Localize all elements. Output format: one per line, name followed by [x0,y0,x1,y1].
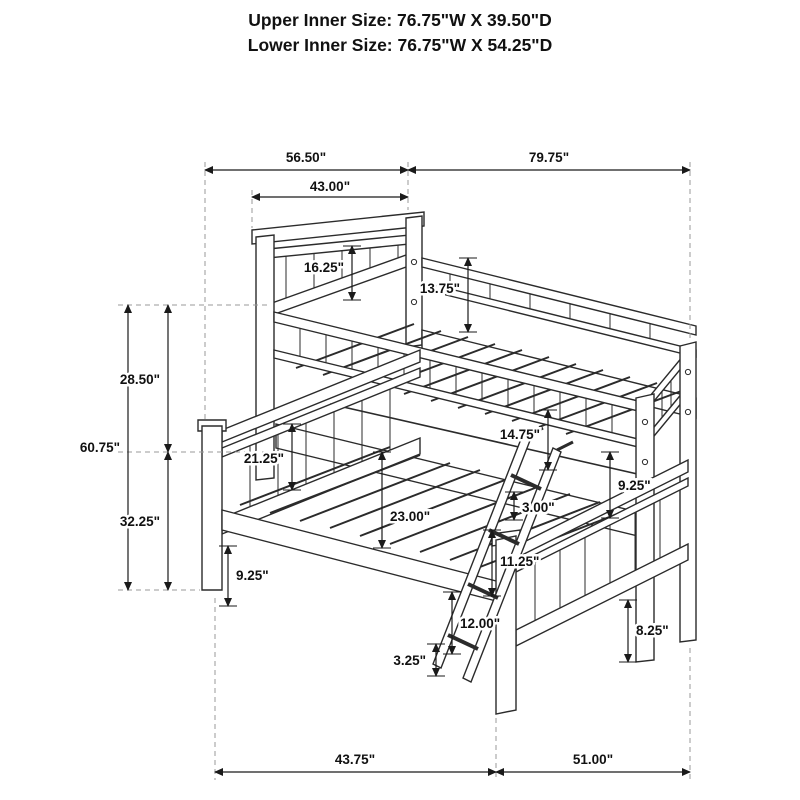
dim-label-9-25-right: 9.25" [618,478,651,493]
dim-label-56-50: 56.50" [286,150,326,165]
ladder-right-rail [462,447,562,683]
ladder-hook-right [556,440,574,452]
upper-inner-size-title: Upper Inner Size: 76.75"W X 39.50"D [248,10,552,30]
upper-slat-support-rail [329,403,656,479]
lower-headboard [197,348,421,591]
upper-front-left-post [255,234,275,481]
dim-label-13-75: 13.75" [420,281,460,296]
dim-label-79-75: 79.75" [529,150,569,165]
dim-label-11-25: 11.25" [500,554,539,569]
extension-lines [118,162,691,780]
back-guard-top-rail [421,257,697,336]
lower-headboard-spindles [249,389,391,508]
dim-label-16-25: 16.25" [304,260,344,275]
bolt-marks [410,258,692,466]
back-guard-spindles [449,274,651,339]
dim-label-28-50: 28.50" [120,372,160,387]
dim-label-8-25: 8.25" [636,623,669,638]
dim-label-14-75: 14.75" [500,427,540,442]
dimension-lines [124,166,691,776]
upper-footboard [410,258,697,663]
upper-back-rail [421,257,697,419]
dim-label-9-25-left: 9.25" [236,568,269,583]
dim-label-23-00: 23.00" [390,509,430,524]
upper-back-right-post [679,341,697,643]
lower-front-left-post [201,425,223,591]
upper-front-right-post [635,393,655,663]
dim-label-32-25: 32.25" [120,514,160,529]
dim-label-3-25: 3.25" [393,653,426,668]
dim-label-12-00: 12.00" [460,616,500,631]
lower-footboard-spindles [534,500,661,624]
dim-label-43-75: 43.75" [335,752,375,767]
dim-label-21-25: 21.25" [244,451,284,466]
dim-label-51-00: 51.00" [573,752,613,767]
dim-label-43-00: 43.00" [310,179,350,194]
upper-headboard-top-board [251,211,425,245]
ladder-hook-left [526,426,544,438]
dim-label-60-75: 60.75" [80,440,120,455]
dim-label-3-00: 3.00" [522,500,555,515]
dimension-labels: 56.50" 79.75" 43.00" 16.25" 13.75" 28.50… [77,148,671,770]
lower-inner-size-title: Lower Inner Size: 76.75"W X 54.25"D [248,35,552,55]
